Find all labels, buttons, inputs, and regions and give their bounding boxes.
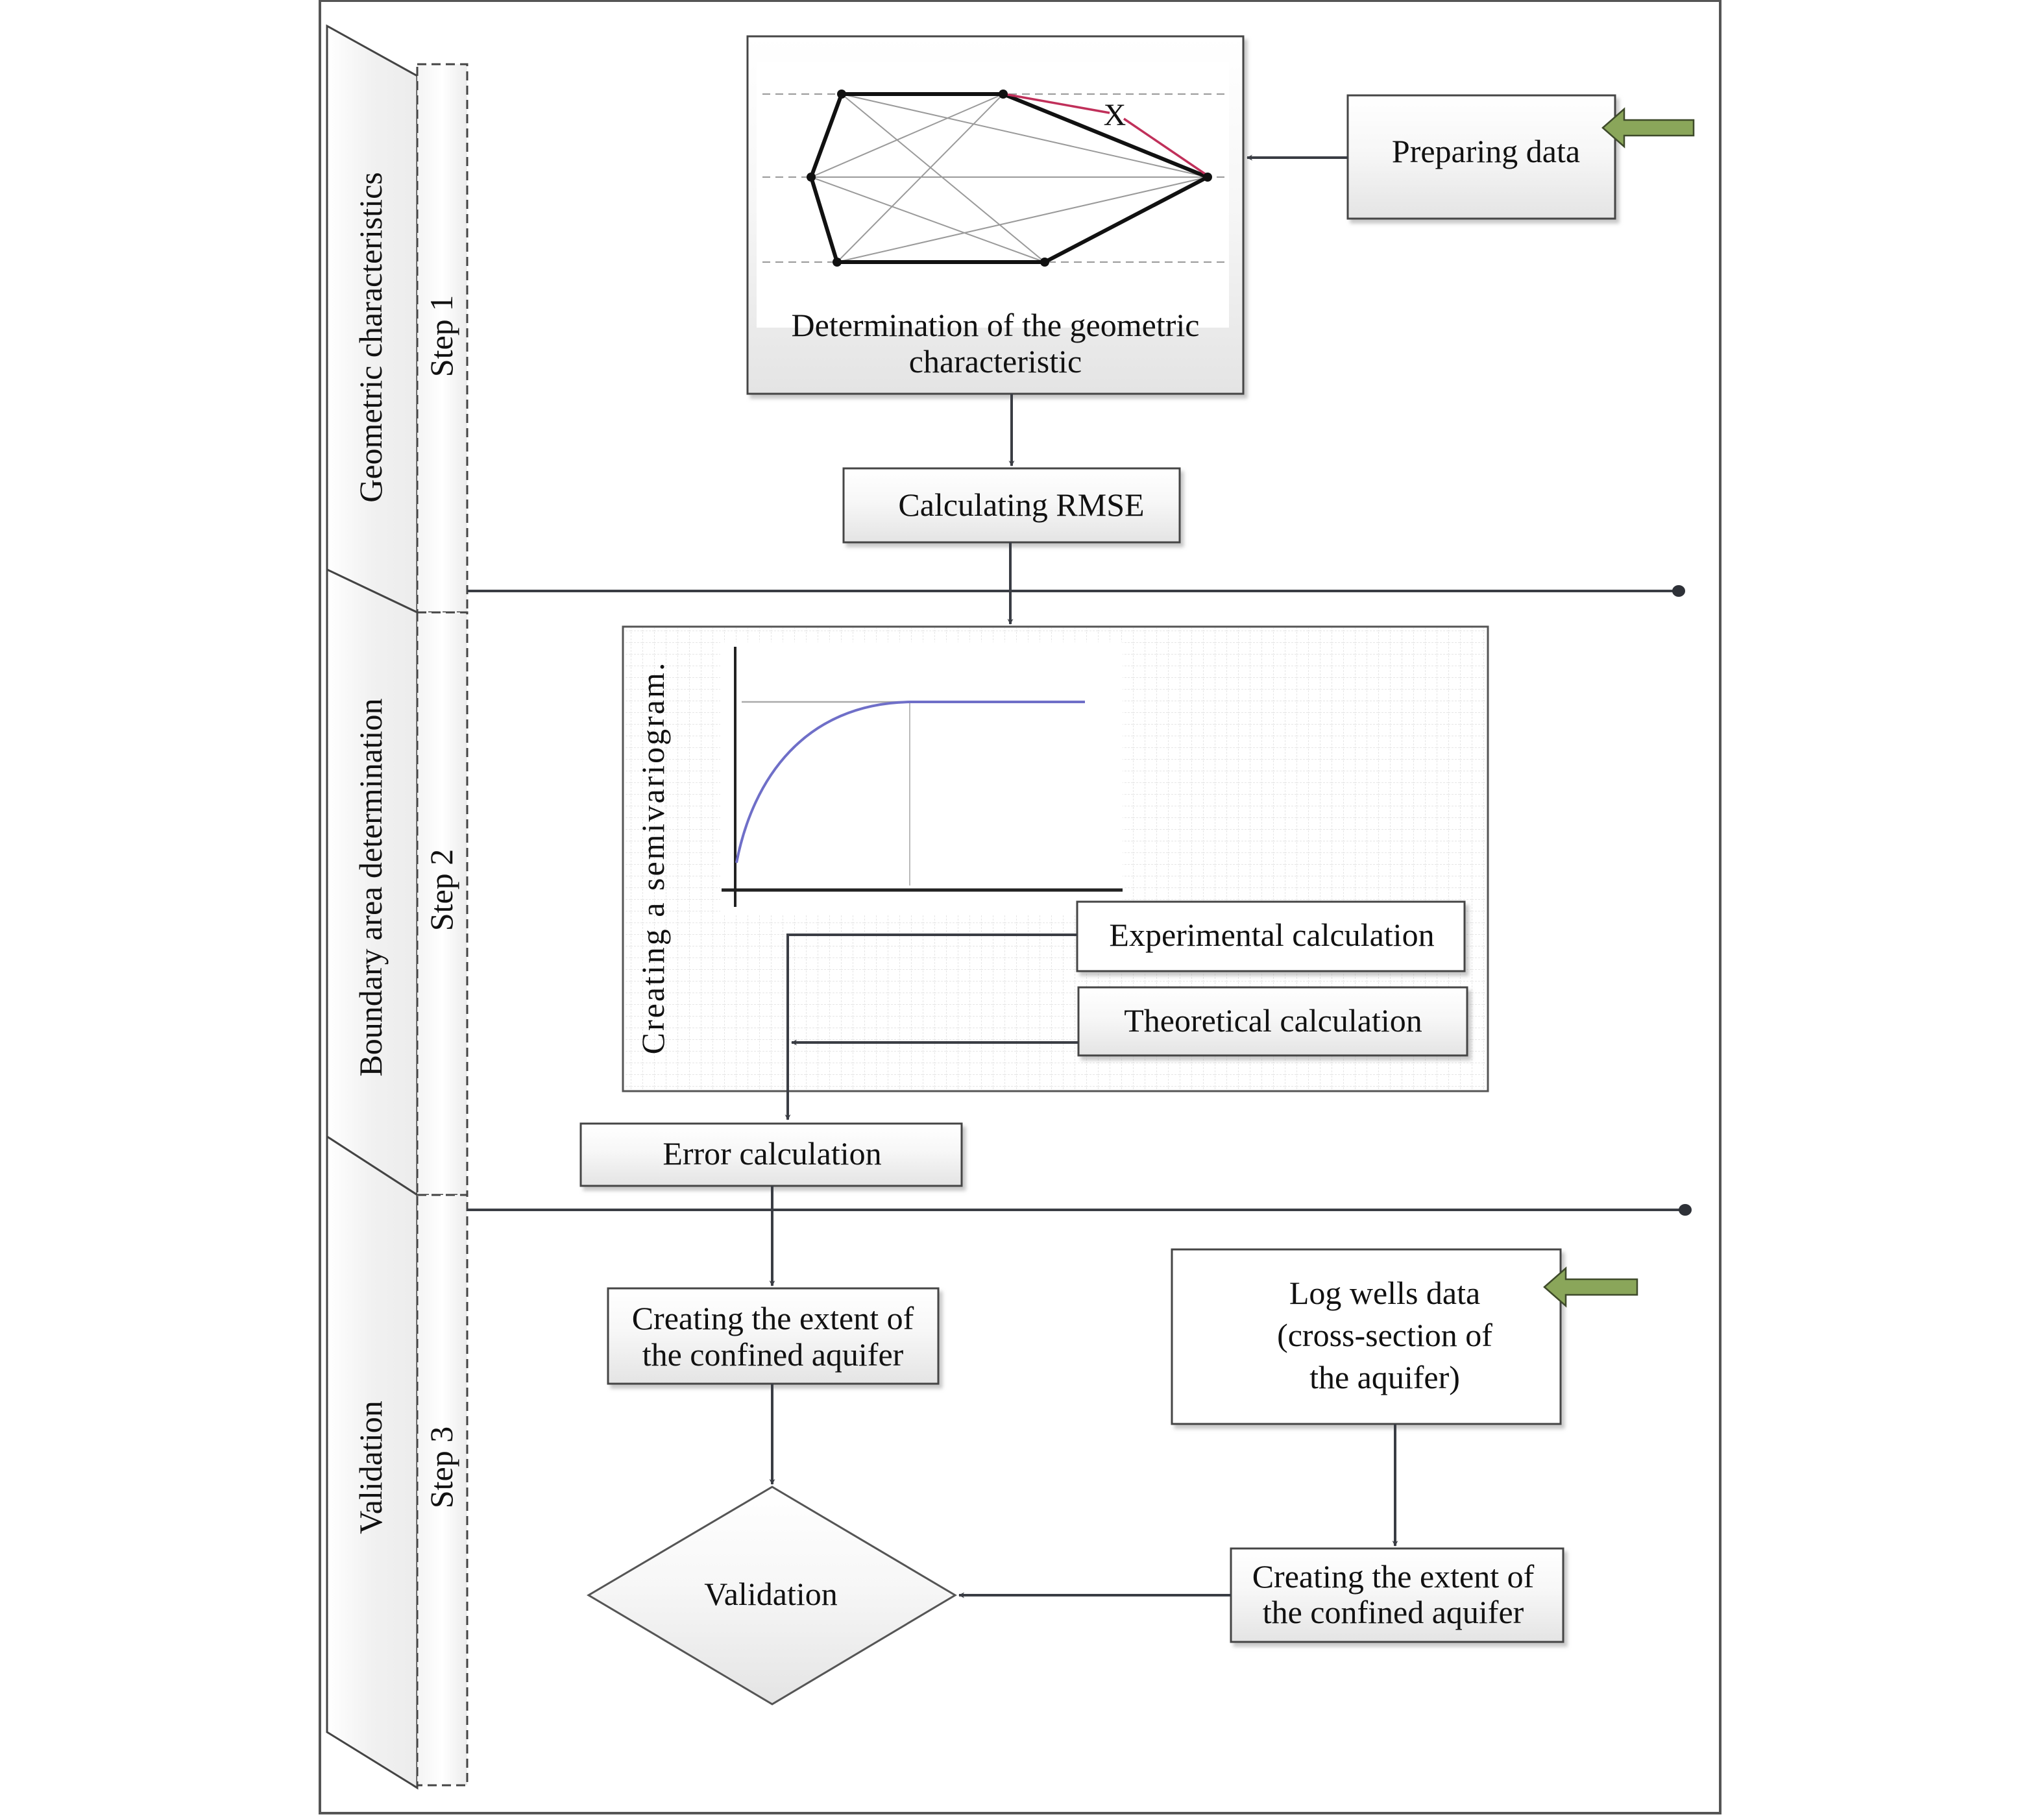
connector-experimental-to-error bbox=[785, 934, 1077, 1120]
step-column-1 bbox=[416, 63, 468, 614]
step-column-2 bbox=[416, 611, 468, 1196]
extent-right-line2: the confined aquifer bbox=[1263, 1594, 1524, 1630]
input-arrow-icon bbox=[1601, 107, 1695, 149]
log-wells-node[interactable]: Log wells data (cross-section of the aqu… bbox=[1171, 1248, 1562, 1425]
log-wells-box bbox=[1171, 1248, 1562, 1425]
extent-right-box bbox=[1230, 1547, 1564, 1643]
semivariogram-plot-area bbox=[720, 642, 1123, 915]
plot-semivariogram-curve bbox=[735, 701, 1085, 863]
swimlane-strip: Geometric characteristics Boundary area … bbox=[326, 24, 468, 1790]
semivariogram-node[interactable]: Creating a semivariogram. bbox=[622, 625, 1489, 1092]
separator-end-dot-1 bbox=[1672, 585, 1685, 597]
lane-title-boundary: Boundary area determination bbox=[352, 698, 389, 1076]
theoretical-calculation-node[interactable]: Theoretical calculation bbox=[1077, 986, 1468, 1057]
extent-right-node[interactable]: Creating the extent of the confined aqui… bbox=[1230, 1547, 1564, 1643]
error-calculation-node[interactable]: Error calculation bbox=[579, 1122, 963, 1187]
experimental-label: Experimental calculation bbox=[1109, 917, 1434, 953]
log-wells-line2: (cross-section of bbox=[1277, 1317, 1492, 1353]
lane-title-geometric: Geometric characteristics bbox=[352, 172, 389, 502]
preparing-data-box bbox=[1346, 94, 1616, 220]
lane-title-validation: Validation bbox=[352, 1401, 389, 1534]
step-column-3 bbox=[416, 1194, 468, 1787]
theoretical-label: Theoretical calculation bbox=[1124, 1002, 1422, 1039]
rmse-box bbox=[842, 467, 1181, 544]
preparing-data-node[interactable]: Preparing data bbox=[1346, 94, 1616, 220]
polygon-red-segment bbox=[1004, 93, 1208, 176]
semivariogram-label: Creating a semivariogram. bbox=[635, 661, 671, 1055]
theoretical-box bbox=[1077, 986, 1468, 1057]
semivariogram-plot bbox=[722, 647, 1123, 907]
log-wells-line1: Log wells data bbox=[1289, 1275, 1480, 1311]
experimental-box bbox=[1076, 900, 1466, 972]
geometric-label-line2: characteristic bbox=[909, 343, 1082, 379]
extent-left-box bbox=[607, 1287, 940, 1385]
validation-diamond bbox=[587, 1486, 957, 1705]
extent-left-line2: the confined aquifer bbox=[642, 1336, 904, 1373]
error-label: Error calculation bbox=[663, 1135, 881, 1172]
geometric-plot-area bbox=[757, 62, 1229, 328]
log-wells-line3: the aquifer) bbox=[1309, 1359, 1460, 1395]
polygon-marker-x: X bbox=[1104, 98, 1126, 132]
input-arrow-icon bbox=[1543, 1266, 1638, 1308]
error-box bbox=[579, 1122, 963, 1187]
lane-panel-validation bbox=[326, 1135, 419, 1790]
rmse-label: Calculating RMSE bbox=[898, 487, 1144, 523]
polygon-diagonals bbox=[810, 93, 1208, 263]
preparing-data-label: Preparing data bbox=[1392, 133, 1580, 169]
experimental-calculation-node[interactable]: Experimental calculation bbox=[1076, 900, 1466, 972]
validation-label: Validation bbox=[704, 1576, 838, 1612]
polygon-figure: X bbox=[762, 90, 1226, 267]
validation-decision-node[interactable]: Validation bbox=[587, 1486, 957, 1705]
step-label-2: Step 2 bbox=[423, 849, 459, 931]
rmse-node[interactable]: Calculating RMSE bbox=[842, 467, 1181, 544]
step-label-1: Step 1 bbox=[423, 295, 459, 377]
extent-right-line1: Creating the extent of bbox=[1252, 1558, 1535, 1595]
geometric-label-line1: Determination of the geometric bbox=[792, 307, 1200, 343]
geometric-characteristic-node[interactable]: X Determination of the geometric charact… bbox=[746, 35, 1245, 395]
separator-end-dot-2 bbox=[1679, 1204, 1692, 1216]
step-label-3: Step 3 bbox=[423, 1427, 459, 1508]
polygon-vertices bbox=[807, 90, 1212, 267]
extent-left-node[interactable]: Creating the extent of the confined aqui… bbox=[607, 1287, 940, 1385]
extent-left-line1: Creating the extent of bbox=[632, 1300, 914, 1336]
